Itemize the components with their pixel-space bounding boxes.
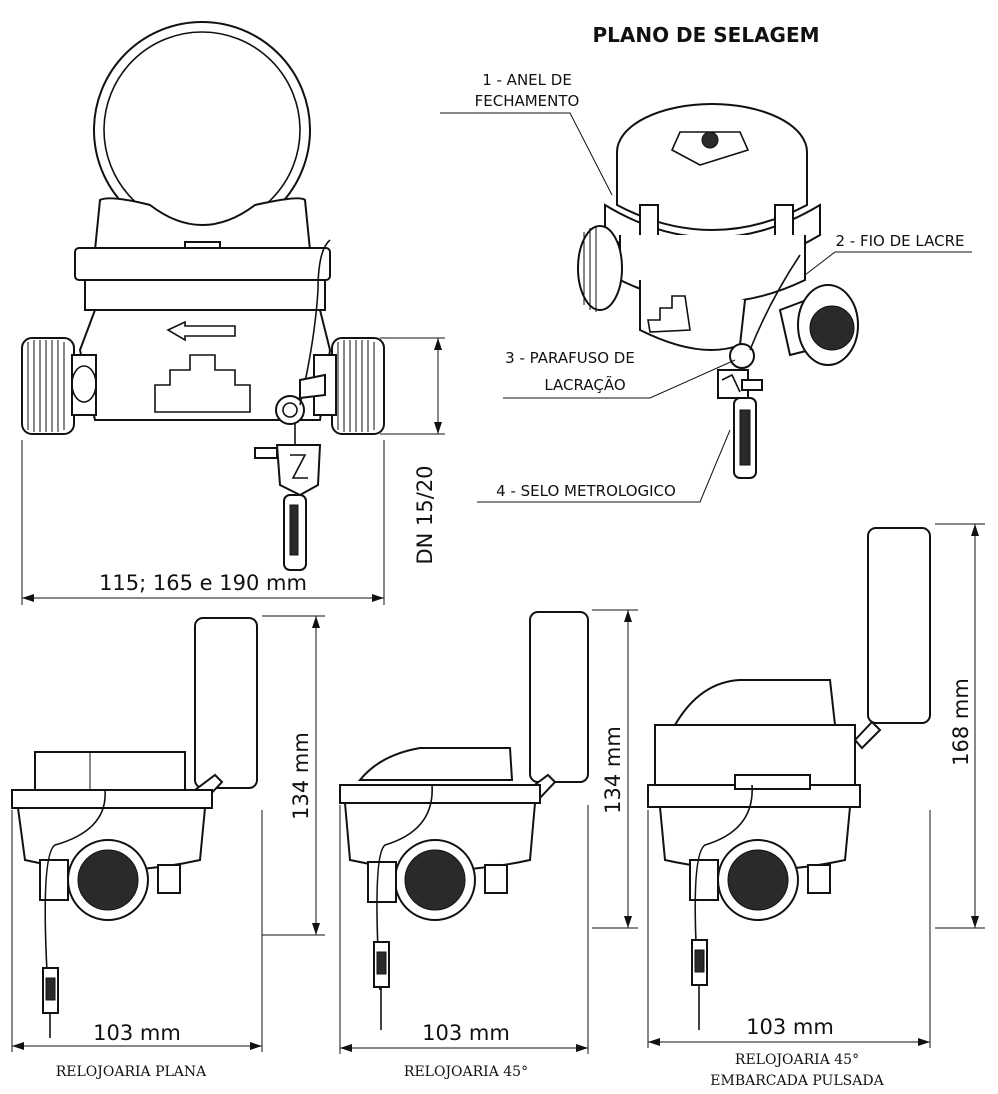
caption-plana: RELOJOARIA PLANA xyxy=(56,1064,207,1080)
dim-length-label: 115; 165 e 190 mm xyxy=(99,571,307,595)
dim-height-plana: 134 mm xyxy=(289,732,313,820)
callout-fio: 2 - FIO DE LACRE xyxy=(804,232,972,276)
dim-width-45: 103 mm xyxy=(422,1021,510,1045)
caption-pulsada-line2: EMBARCADA PULSADA xyxy=(710,1073,884,1089)
callout-parafuso: 3 - PARAFUSO DE LACRAÇÃO xyxy=(503,349,736,399)
thread-left xyxy=(21,337,97,435)
callout-fio-label: 2 - FIO DE LACRE xyxy=(836,232,965,250)
caption-45: RELOJOARIA 45° xyxy=(404,1064,528,1080)
side-view-pulsada: 168 mm 103 mm RELOJOARIA 45° EMBARCADA P… xyxy=(647,523,985,1089)
diagram-title: PLANO DE SELAGEM xyxy=(592,23,819,47)
callout-anel-line1: 1 - ANEL DE xyxy=(482,71,572,89)
caption-pulsada-line1: RELOJOARIA 45° xyxy=(735,1052,859,1068)
callout-anel-line2: FECHAMENTO xyxy=(475,92,580,110)
dim-height-45: 134 mm xyxy=(601,726,625,814)
dim-width-plana: 103 mm xyxy=(93,1021,181,1045)
side-view-45: 134 mm 103 mm RELOJOARIA 45° xyxy=(339,609,638,1080)
dim-dn: DN 15/20 xyxy=(380,337,445,565)
dim-length: 115; 165 e 190 mm xyxy=(21,440,385,605)
side-view-plana: 134 mm 103 mm RELOJOARIA PLANA xyxy=(11,615,325,1080)
callout-selo: 4 - SELO METROLOGICO xyxy=(477,429,731,503)
callout-parafuso-line1: 3 - PARAFUSO DE xyxy=(505,349,635,367)
meter-top-view xyxy=(21,21,385,571)
callout-selo-label: 4 - SELO METROLOGICO xyxy=(496,482,676,500)
meter-isometric-view xyxy=(577,103,859,479)
callout-anel: 1 - ANEL DE FECHAMENTO xyxy=(440,71,613,196)
thread-right xyxy=(313,337,385,435)
dim-height-pulsada: 168 mm xyxy=(949,678,973,766)
dim-width-pulsada: 103 mm xyxy=(746,1015,834,1039)
dim-dn-label: DN 15/20 xyxy=(413,465,437,564)
callout-parafuso-line2: LACRAÇÃO xyxy=(544,375,625,394)
